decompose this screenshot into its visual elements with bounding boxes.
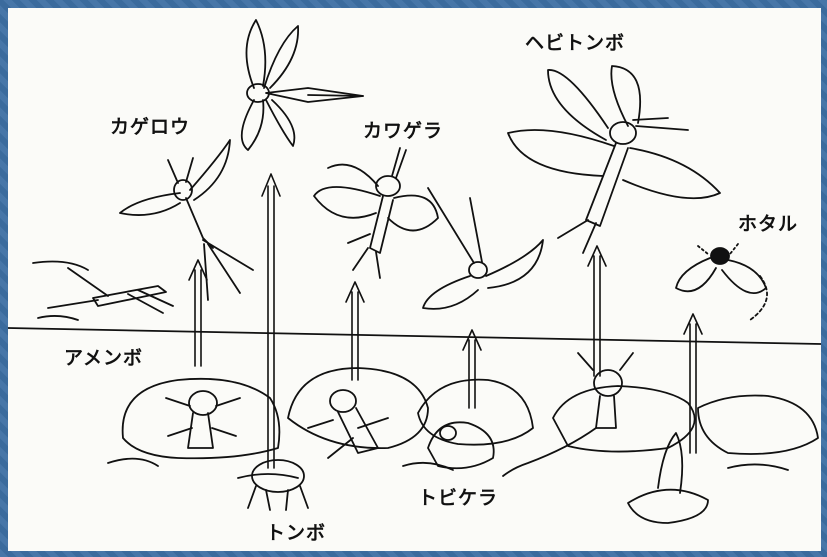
insect-lifecycle-illustration: [8, 8, 821, 551]
label-tobikera: トビケラ: [418, 483, 498, 510]
dobsonfly-adult-icon: [508, 66, 720, 253]
firefly-adult-icon: [676, 244, 767, 320]
water-surface-line: [8, 328, 821, 344]
label-kagerou: カゲロウ: [110, 112, 190, 139]
mayfly-adult-icon: [120, 140, 253, 300]
label-amenbo: アメンボ: [64, 343, 143, 370]
stonefly-nymph-icon: [308, 390, 388, 458]
caddisfly-adult-icon: [423, 188, 543, 309]
stonefly-adult-icon: [314, 148, 438, 278]
dragonfly-nymph-icon: [248, 460, 308, 510]
water-strider-icon: [33, 262, 173, 320]
label-tonbo: トンボ: [266, 518, 326, 545]
label-hotaru: ホタル: [738, 209, 798, 236]
label-hebitonbo: ヘビトンボ: [525, 28, 625, 55]
label-kawagera: カワゲラ: [363, 116, 443, 143]
dobsonfly-larva-icon: [503, 353, 633, 476]
dragonfly-adult-icon: [242, 20, 363, 150]
mayfly-nymph-icon: [166, 391, 240, 448]
illustration-panel: カゲロウ カワゲラ ヘビトンボ ホタル アメンボ トビケラ トンボ: [8, 8, 821, 551]
